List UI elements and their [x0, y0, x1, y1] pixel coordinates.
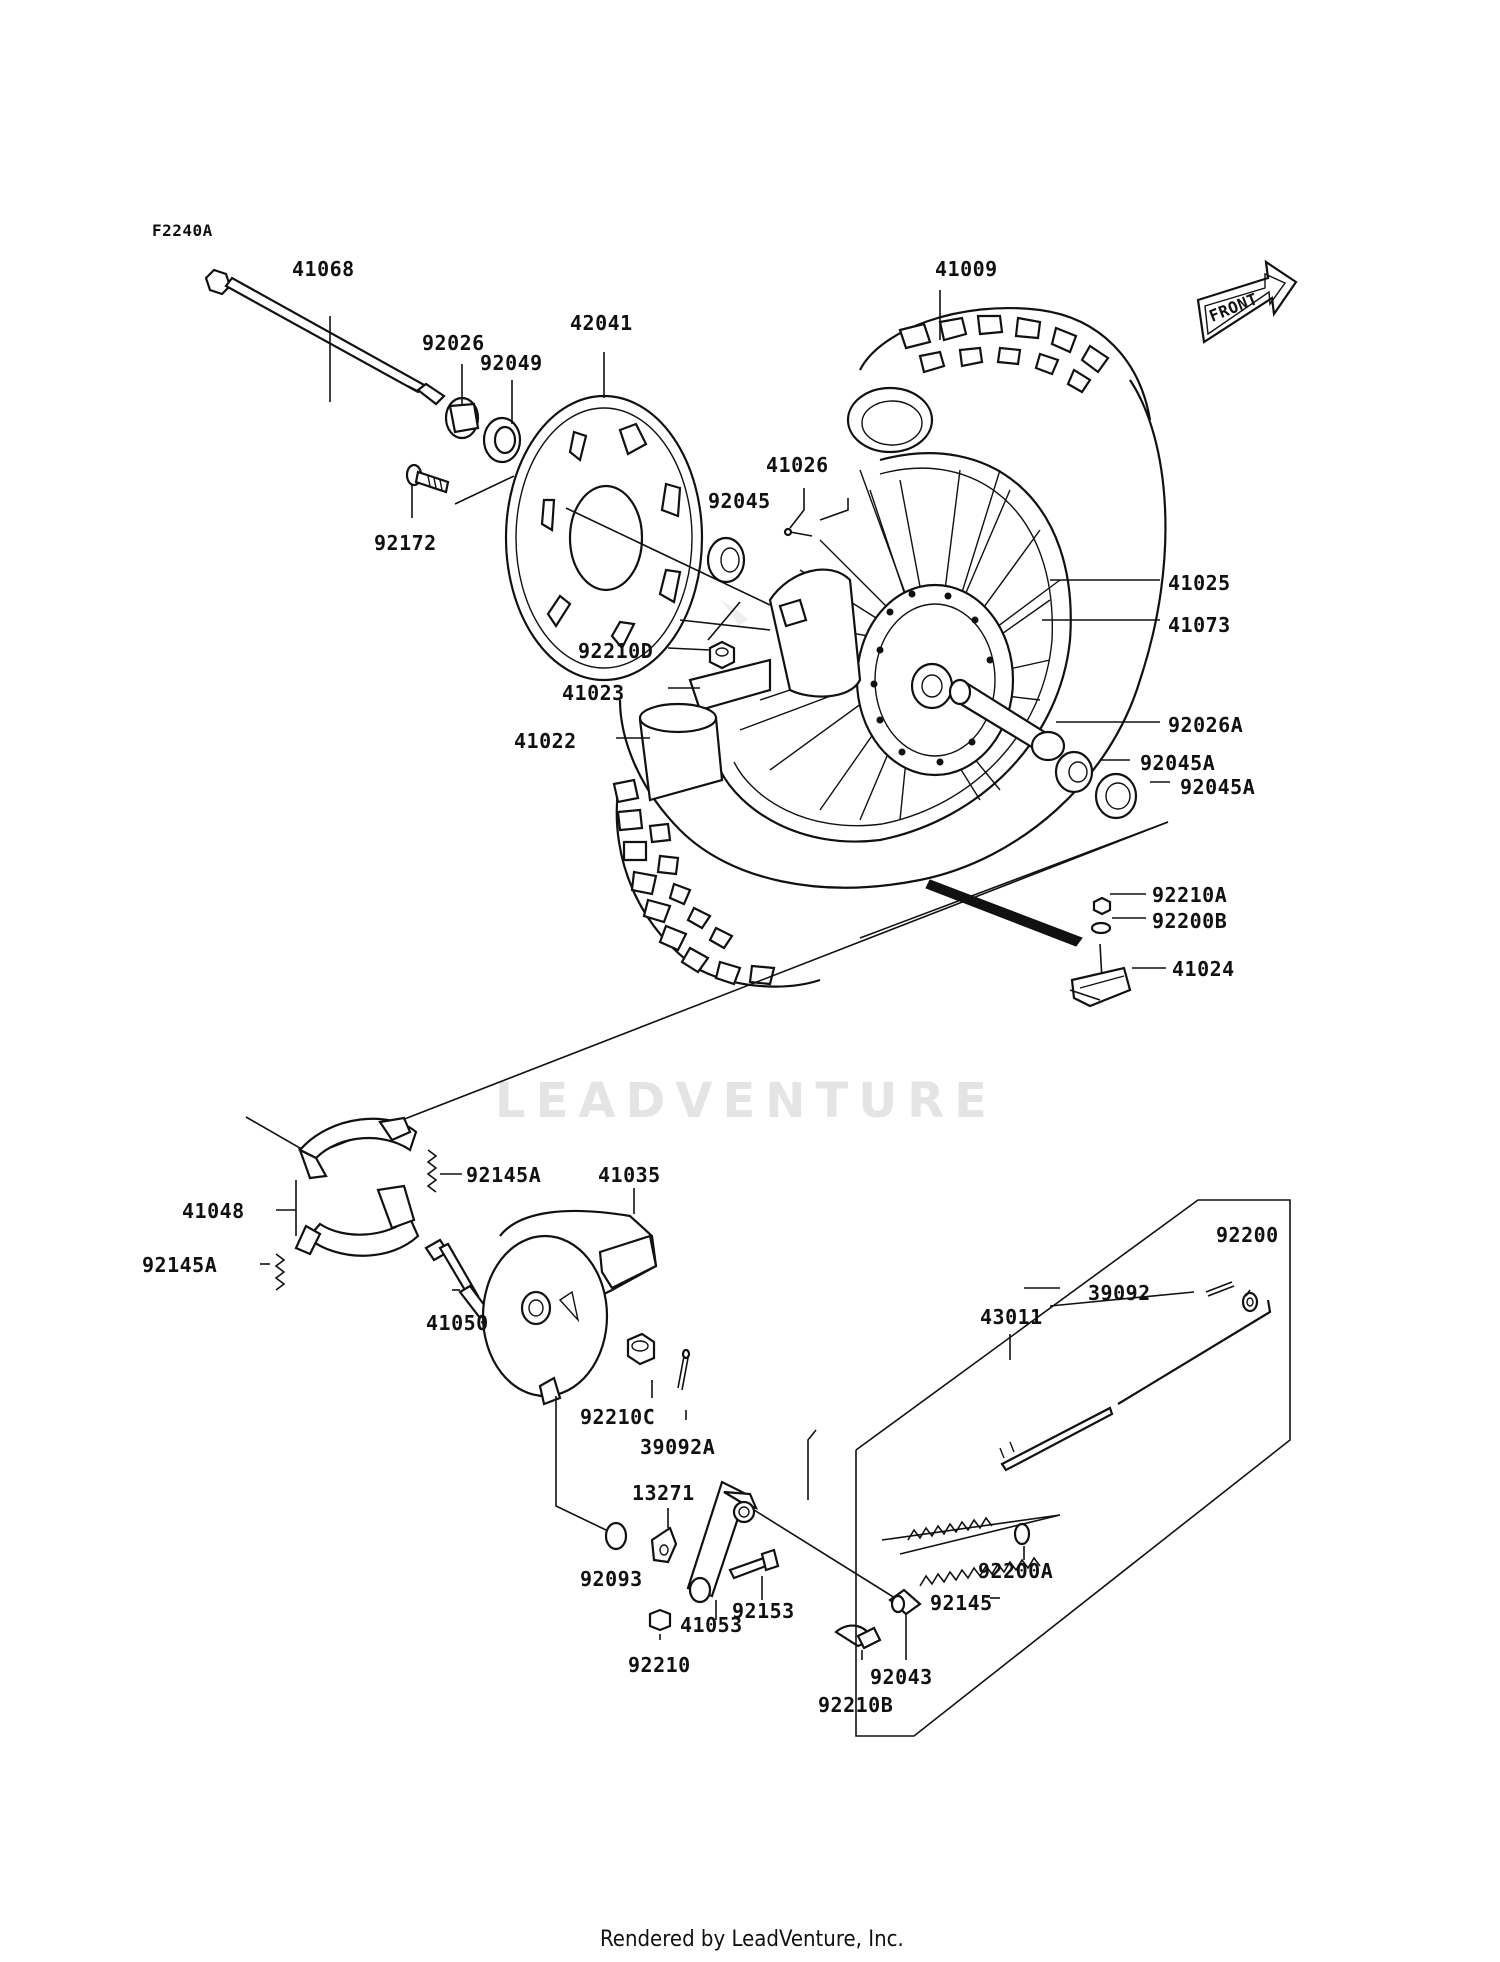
oil-seal [482, 416, 522, 464]
sprocket-nut [708, 640, 736, 670]
brake-panel [481, 1209, 658, 1406]
label-92045a-1: 92045A [1140, 751, 1215, 775]
brake-spring-lower [274, 1253, 286, 1291]
label-41050: 41050 [426, 1311, 489, 1335]
label-92210b: 92210B [818, 1693, 893, 1717]
brake-spring-upper [426, 1149, 438, 1193]
valve-stem [783, 527, 813, 537]
label-92145a-2: 92145A [142, 1253, 217, 1277]
rim-lock-nut [1092, 896, 1112, 916]
footer-credit: Rendered by LeadVenture, Inc. [600, 1927, 904, 1952]
label-92210: 92210 [628, 1653, 691, 1677]
brake-shoe-upper [298, 1116, 418, 1180]
front-arrow-icon: FRONT [1196, 259, 1298, 344]
wear-indicator-plate [650, 1526, 678, 1564]
label-92045: 92045 [708, 489, 771, 513]
label-92172: 92172 [374, 531, 437, 555]
label-41026: 41026 [766, 453, 829, 477]
spring-washer [1013, 1522, 1031, 1546]
label-92200: 92200 [1216, 1223, 1279, 1247]
hub-collar [948, 678, 1066, 762]
label-41048: 41048 [182, 1199, 245, 1223]
label-92210d: 92210D [578, 639, 653, 663]
label-92145a-1: 92145A [466, 1163, 541, 1187]
brake-adjust-wing-nut [834, 1624, 882, 1650]
wheel-bearing-left [706, 536, 746, 584]
label-39092a: 39092A [640, 1435, 715, 1459]
label-92200b: 92200B [1152, 909, 1227, 933]
label-39092: 39092 [1088, 1281, 1151, 1305]
label-92026: 92026 [422, 331, 485, 355]
rod-joint-pin [888, 1588, 922, 1616]
diagram-code: F2240A [152, 221, 213, 240]
leader-lines-brake [260, 1173, 1291, 1737]
sprocket-coupling [688, 568, 862, 712]
label-41024: 41024 [1172, 957, 1235, 981]
sprocket-bolt [405, 463, 450, 494]
rim-lock [1070, 943, 1132, 1008]
label-92043: 92043 [870, 1665, 933, 1689]
lever-bolt [728, 1548, 780, 1580]
brake-rod-spring [919, 1556, 1041, 1587]
label-92210a: 92210A [1152, 883, 1227, 907]
label-43011: 43011 [980, 1305, 1043, 1329]
label-92210c: 92210C [580, 1405, 655, 1429]
cotter-pin [1205, 1281, 1235, 1297]
tire-tread-top [846, 306, 1152, 454]
label-41053: 41053 [680, 1613, 743, 1637]
label-41035: 41035 [598, 1163, 661, 1187]
rim-lock-pointer [925, 879, 1083, 947]
label-41025: 41025 [1168, 571, 1231, 595]
o-ring [604, 1521, 628, 1551]
label-41023: 41023 [562, 681, 625, 705]
wheel-bearing-right-1 [1054, 750, 1094, 794]
label-92045a-2: 92045A [1180, 775, 1255, 799]
wheel-bearing-right-2 [1094, 772, 1138, 820]
axle [204, 268, 446, 406]
label-41073: 41073 [1168, 613, 1231, 637]
collar [444, 396, 480, 440]
label-41068: 41068 [292, 257, 355, 281]
brake-cam-lever [686, 1480, 758, 1604]
watermark-text: LEADVENTURE [495, 1073, 997, 1129]
label-92049: 92049 [480, 351, 543, 375]
axle-castle-nut [626, 1332, 656, 1366]
label-41009: 41009 [935, 257, 998, 281]
label-92200a: 92200A [978, 1559, 1053, 1583]
rim-lock-washer [1090, 921, 1112, 935]
label-92153: 92153 [732, 1599, 795, 1623]
wheel-hub [855, 583, 1015, 777]
brake-rod [907, 1299, 1272, 1541]
rear-sprocket [504, 394, 704, 682]
label-92145: 92145 [930, 1591, 993, 1615]
cotter-pin-a [677, 1348, 691, 1391]
label-42041: 42041 [570, 311, 633, 335]
label-92026a: 92026A [1168, 713, 1243, 737]
label-13271: 13271 [632, 1481, 695, 1505]
brake-camshaft [424, 1238, 490, 1320]
rod-washer [1241, 1291, 1259, 1313]
brake-shoe-lower [294, 1184, 420, 1257]
brake-lever-nut [648, 1608, 672, 1632]
label-41022: 41022 [514, 729, 577, 753]
tire-tread-bottom [612, 702, 821, 988]
label-92093: 92093 [580, 1567, 643, 1591]
